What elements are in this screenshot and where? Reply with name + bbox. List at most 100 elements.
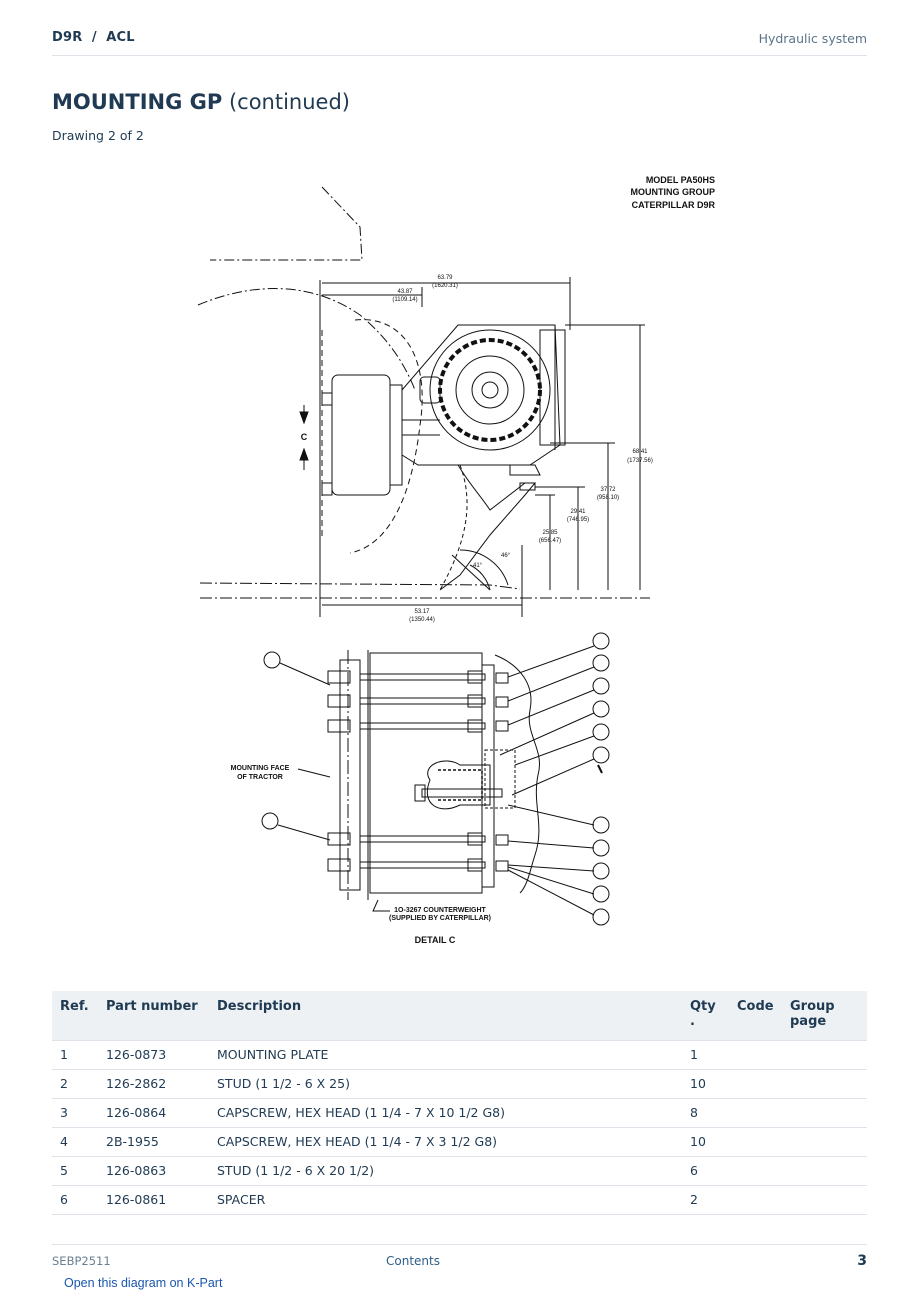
cell-ref: 5 xyxy=(52,1156,98,1186)
table-row[interactable]: 6 126-0861 SPACER 2 xyxy=(52,1185,867,1215)
page-title: MOUNTING GP (continued) xyxy=(52,90,350,114)
dim-6-mm: (656.47) xyxy=(539,538,561,544)
cell-ref: 6 xyxy=(52,1185,98,1215)
side-cap-left xyxy=(419,376,441,404)
page-header: D9R / ACL Hydraulic system xyxy=(52,28,867,56)
cell-ref: 1 xyxy=(52,1040,98,1070)
section-name: Hydraulic system xyxy=(758,31,867,46)
cell-qty: 2 xyxy=(682,1185,729,1215)
angle-46: 46° xyxy=(501,553,511,559)
callout-r-11 xyxy=(592,908,610,926)
model-line-3: CATERPILLAR D9R xyxy=(632,200,716,210)
contents-link[interactable]: Contents xyxy=(386,1254,440,1268)
callout-r-8 xyxy=(592,839,610,857)
tooth xyxy=(519,482,536,491)
detail-spacer xyxy=(426,760,491,810)
mount-plate-right xyxy=(539,329,566,446)
cell-code xyxy=(729,1185,782,1215)
open-diagram-link[interactable]: Open this diagram on K-Part xyxy=(64,1276,223,1290)
cell-part-number: 126-2862 xyxy=(98,1069,209,1099)
cell-ref: 3 xyxy=(52,1098,98,1128)
cell-code xyxy=(729,1069,782,1099)
dim-2: 43.87 xyxy=(397,289,413,295)
shank xyxy=(439,464,537,591)
tractor-outline-curve xyxy=(197,288,416,391)
detail-studs-top xyxy=(327,670,509,733)
hub-flange xyxy=(389,384,403,486)
dim-5: 29.41 xyxy=(570,509,586,515)
gear-inner xyxy=(471,371,509,409)
cell-part-number: 126-0863 xyxy=(98,1156,209,1186)
cell-qty: 10 xyxy=(682,1127,729,1157)
hub-bolt-top xyxy=(321,392,333,406)
cell-part-number: 126-0873 xyxy=(98,1040,209,1070)
cell-qty: 8 xyxy=(682,1098,729,1128)
cell-code xyxy=(729,1156,782,1186)
gear-outer xyxy=(429,329,551,451)
dim-7: 53.17 xyxy=(414,609,430,615)
drawing-label: Drawing 2 of 2 xyxy=(52,128,144,143)
ripper-housing xyxy=(401,324,561,466)
cell-description: SPACER xyxy=(209,1185,682,1215)
dim-3-mm: (1737.56) xyxy=(627,458,653,464)
shank-back xyxy=(439,464,468,591)
breadcrumb[interactable]: D9R / ACL xyxy=(52,30,135,45)
callout-r-4 xyxy=(592,700,610,718)
cell-group-page xyxy=(782,1127,867,1157)
cell-part-number: 2B-1955 xyxy=(98,1127,209,1157)
cell-group-page xyxy=(782,1156,867,1186)
dim-2-mm: (1109.14) xyxy=(392,297,417,303)
cell-group-page xyxy=(782,1098,867,1128)
cell-description: CAPSCREW, HEX HEAD (1 1/4 - 7 X 3 1/2 G8… xyxy=(209,1127,682,1157)
table-row[interactable]: 4 2B-1955 CAPSCREW, HEX HEAD (1 1/4 - 7 … xyxy=(52,1127,867,1157)
callout-left-1 xyxy=(263,651,281,669)
mounting-face-line-1: MOUNTING FACE xyxy=(231,765,290,772)
dim-7-mm: (1350.44) xyxy=(409,617,435,623)
cell-group-page xyxy=(782,1185,867,1215)
parts-table: Ref. Part number Description Qty . Code … xyxy=(52,991,867,1215)
cell-code xyxy=(729,1127,782,1157)
detail-block xyxy=(484,749,516,809)
dim-4: 37.72 xyxy=(600,487,616,493)
detail-mount-plate xyxy=(339,659,361,891)
tractor-outline-top xyxy=(210,186,363,261)
callout-r-2 xyxy=(592,654,610,672)
detail-c-label: DETAIL C xyxy=(415,935,456,945)
page-number: 3 xyxy=(857,1253,867,1269)
model-line-2: MOUNTING GROUP xyxy=(631,187,716,197)
cell-description: STUD (1 1/2 - 6 X 25) xyxy=(209,1069,682,1099)
cell-part-number: 126-0861 xyxy=(98,1185,209,1215)
table-row[interactable]: 5 126-0863 STUD (1 1/2 - 6 X 20 1/2) 6 xyxy=(52,1156,867,1186)
dim-3: 68.41 xyxy=(632,449,648,455)
hub-block xyxy=(331,374,391,496)
view-c-label: C xyxy=(301,432,308,442)
table-row[interactable]: 2 126-2862 STUD (1 1/2 - 6 X 25) 10 xyxy=(52,1069,867,1099)
document-id: SEBP2511 xyxy=(52,1254,111,1268)
callout-r-5 xyxy=(592,723,610,741)
cell-description: CAPSCREW, HEX HEAD (1 1/4 - 7 X 10 1/2 G… xyxy=(209,1098,682,1128)
counterweight-line-1: 1O-3267 COUNTERWEIGHT xyxy=(394,907,486,914)
cell-qty: 1 xyxy=(682,1040,729,1070)
cell-description: STUD (1 1/2 - 6 X 20 1/2) xyxy=(209,1156,682,1186)
table-header-row: Ref. Part number Description Qty . Code … xyxy=(52,991,867,1040)
gear-hub xyxy=(481,381,499,399)
callout-r-3 xyxy=(592,677,610,695)
cell-group-page xyxy=(782,1069,867,1099)
cell-ref: 4 xyxy=(52,1127,98,1157)
dim-4-mm: (958.10) xyxy=(597,495,619,501)
table-row[interactable]: 1 126-0873 MOUNTING PLATE 1 xyxy=(52,1040,867,1070)
lower-bracket xyxy=(509,464,541,476)
hub-bolt-bottom xyxy=(321,482,333,496)
parts-diagram[interactable]: MODEL PA50HS MOUNTING GROUP CATERPILLAR … xyxy=(190,165,730,955)
angle-41: 41° xyxy=(473,563,483,569)
cell-qty: 10 xyxy=(682,1069,729,1099)
table-row[interactable]: 3 126-0864 CAPSCREW, HEX HEAD (1 1/4 - 7… xyxy=(52,1098,867,1128)
col-code: Code xyxy=(737,999,774,1014)
detail-break xyxy=(494,654,540,894)
gear-mid xyxy=(455,355,525,425)
cell-description: MOUNTING PLATE xyxy=(209,1040,682,1070)
col-ref: Ref. xyxy=(60,999,89,1014)
detail-capscrew xyxy=(421,788,503,798)
col-part-number: Part number xyxy=(106,999,198,1014)
cell-part-number: 126-0864 xyxy=(98,1098,209,1128)
